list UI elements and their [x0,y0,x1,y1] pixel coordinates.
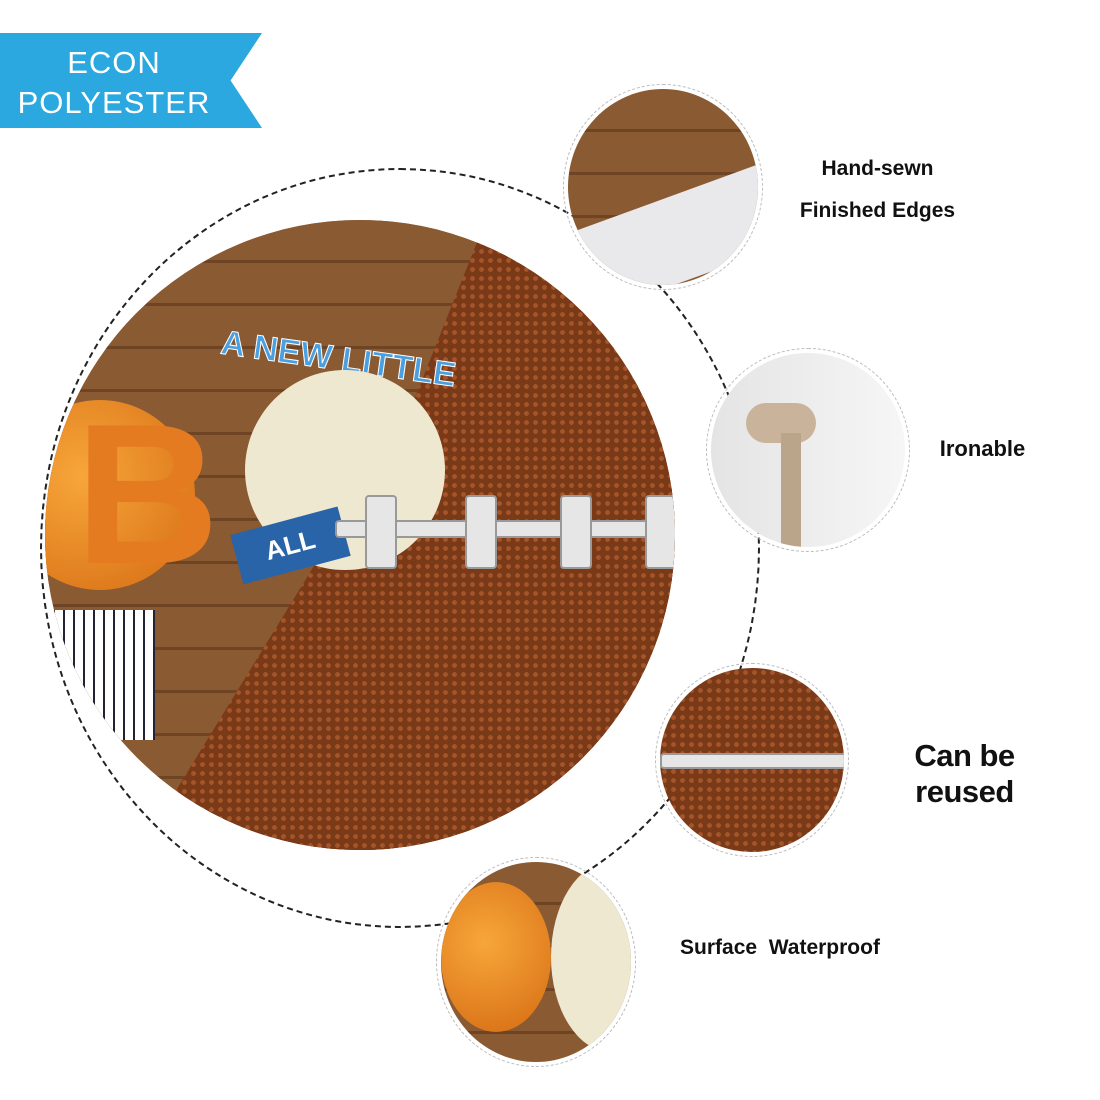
feature-text: Finished Edges [799,199,956,222]
waterproof-image [441,862,631,1062]
main-product-image: A NEW LITTLE B ALL [45,220,675,850]
reusable-image [660,668,844,852]
material-banner: ECON POLYESTER [0,33,262,128]
basketball-icon [45,400,195,590]
detail-ring-1 [563,84,763,290]
letter-b: B [75,383,220,606]
detail-ring-4 [436,857,636,1067]
feature-text: Hand-sewn [821,157,934,180]
feature-waterproof: Surface Waterproof [680,936,880,959]
hand-sewn-edge-image [568,89,758,285]
ironable-image [711,353,905,547]
detail-ring-2 [706,348,910,552]
feature-hand-sewn: Hand-sewn Finished Edges [780,148,975,232]
detail-ring-3 [655,663,849,857]
jersey-icon [45,610,155,740]
feature-ironable: Ironable [939,436,1026,461]
feature-reusable: Can be reused [914,738,1015,809]
banner-line2: POLYESTER [17,85,211,120]
banner-line1: ECON [67,45,161,80]
main-dashed-ring [40,168,760,928]
